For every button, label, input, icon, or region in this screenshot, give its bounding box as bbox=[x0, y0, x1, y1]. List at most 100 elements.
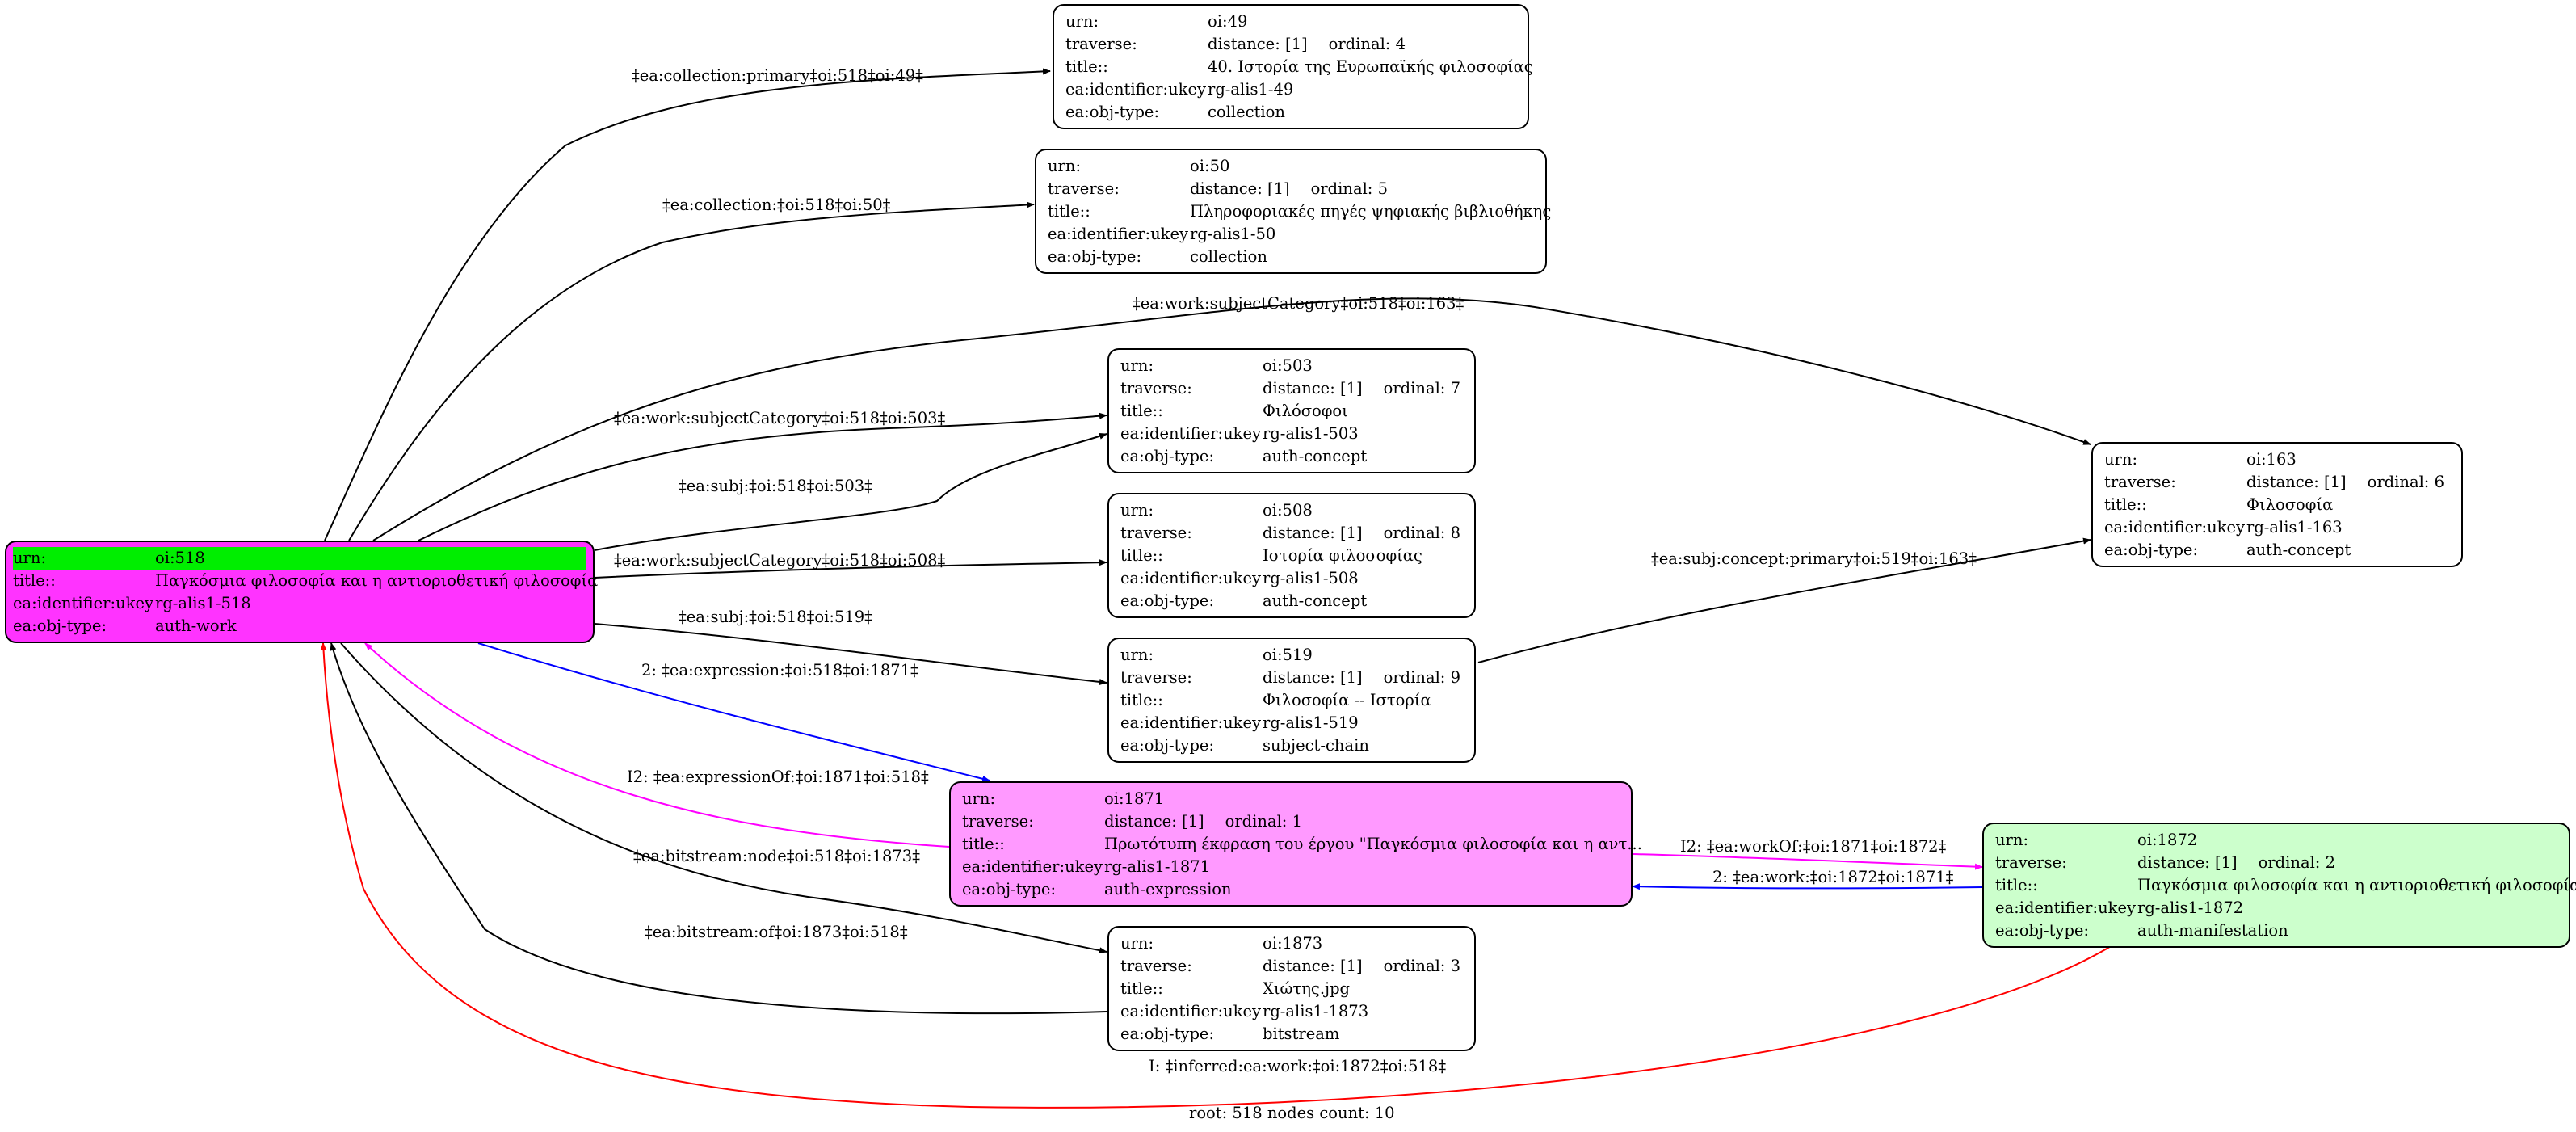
field-label: urn: bbox=[1120, 646, 1154, 664]
field-label: title:: bbox=[2104, 495, 2147, 514]
field-label: ea:identifier:ukey bbox=[1120, 569, 1261, 587]
edge-label: ‡ea:work:subjectCategory‡oi:518‡oi:508‡ bbox=[614, 551, 946, 570]
field-label: ea:identifier:ukey bbox=[1120, 713, 1261, 732]
field-label: traverse: bbox=[1065, 35, 1137, 53]
edge-518-1871-expression bbox=[477, 642, 990, 782]
node-objtype: bitstream bbox=[1263, 1025, 1340, 1043]
node-urn: oi:1871 bbox=[1104, 789, 1165, 808]
node-distance: distance: [1] bbox=[1263, 524, 1363, 542]
node-distance: distance: [1] bbox=[2137, 853, 2238, 872]
field-label: title:: bbox=[1120, 546, 1163, 565]
edge-518-163 bbox=[372, 297, 2091, 541]
field-label: urn: bbox=[1120, 356, 1154, 375]
edge-label: I2: ‡ea:workOf:‡oi:1871‡oi:1872‡ bbox=[1680, 837, 1947, 856]
edge-label: I: ‡inferred:ea:work:‡oi:1872‡oi:518‡ bbox=[1149, 1057, 1447, 1075]
node-519[interactable]: urn:oi:519 traverse:distance: [1]ordinal… bbox=[1107, 638, 1476, 763]
node-ukey: rg-alis1-1871 bbox=[1104, 857, 1211, 876]
node-objtype: auth-manifestation bbox=[2137, 921, 2288, 940]
field-label: ea:obj-type: bbox=[1065, 103, 1160, 121]
edge-1872-1871-work bbox=[1632, 883, 1983, 890]
node-urn-row: urn: oi:518 bbox=[13, 547, 586, 570]
node-title: 40. Ιστορία της Ευρωπαϊκής φιλοσοφίας bbox=[1208, 57, 1533, 76]
node-ukey: rg-alis1-1872 bbox=[2137, 898, 2244, 917]
node-urn: oi:1873 bbox=[1263, 934, 1323, 953]
node-title: Πρωτότυπη έκφραση του έργου "Παγκόσμια φ… bbox=[1104, 835, 1642, 853]
node-objtype-row: ea:obj-type:auth-work bbox=[13, 615, 586, 638]
field-label: ea:obj-type: bbox=[1120, 1025, 1215, 1043]
node-ordinal: ordinal: 9 bbox=[1383, 668, 1460, 687]
node-title: Παγκόσμια φιλοσοφία και η αντιοριοθετική… bbox=[2137, 876, 2576, 894]
node-objtype: auth-concept bbox=[1263, 447, 1368, 465]
field-label: title:: bbox=[1065, 57, 1108, 76]
node-ukey: rg-alis1-518 bbox=[155, 594, 251, 612]
field-label: ea:obj-type: bbox=[1120, 736, 1215, 755]
edge-label: 2: ‡ea:work:‡oi:1872‡oi:1871‡ bbox=[1712, 868, 1954, 886]
node-ordinal: ordinal: 6 bbox=[2367, 473, 2444, 491]
node-ukey: rg-alis1-519 bbox=[1263, 713, 1359, 732]
root-node-518[interactable]: urn:oi:518 title::Παγκόσμια φιλοσοφία κα… bbox=[5, 541, 599, 643]
node-title: Παγκόσμια φιλοσοφία και η αντιοριοθετική… bbox=[155, 571, 599, 590]
edge-label: ‡ea:bitstream:of‡oi:1873‡oi:518‡ bbox=[645, 923, 908, 941]
graph-footer: root: 518 nodes count: 10 bbox=[1189, 1104, 1395, 1122]
edge-label: ‡ea:collection:primary‡oi:518‡oi:49‡ bbox=[632, 66, 923, 85]
node-objtype: auth-concept bbox=[1263, 591, 1368, 610]
node-objtype: auth-concept bbox=[2246, 541, 2351, 559]
node-urn: oi:503 bbox=[1263, 356, 1313, 375]
field-label: ea:identifier:ukey bbox=[962, 857, 1103, 876]
node-title: Φιλοσοφία -- Ιστορία bbox=[1263, 691, 1431, 709]
node-objtype: auth-work bbox=[155, 616, 237, 635]
node-objtype: collection bbox=[1208, 103, 1285, 121]
field-label: traverse: bbox=[1120, 957, 1192, 975]
node-distance: distance: [1] bbox=[1263, 379, 1363, 398]
node-1871[interactable]: urn:oi:1871 traverse:distance: [1]ordina… bbox=[949, 781, 1642, 907]
field-label: title:: bbox=[962, 835, 1005, 853]
field-label: ea:identifier:ukey bbox=[13, 594, 153, 612]
node-objtype: collection bbox=[1190, 247, 1267, 266]
edge-518-503-b bbox=[594, 433, 1107, 551]
node-503[interactable]: urn:oi:503 traverse:distance: [1]ordinal… bbox=[1107, 348, 1476, 473]
field-label: urn: bbox=[1048, 157, 1082, 175]
node-ordinal: ordinal: 5 bbox=[1310, 179, 1388, 198]
node-urn: oi:508 bbox=[1263, 501, 1313, 520]
node-ukey: rg-alis1-50 bbox=[1190, 225, 1276, 243]
edge-518-508 bbox=[594, 559, 1107, 579]
node-ordinal: ordinal: 1 bbox=[1225, 812, 1302, 831]
field-label: ea:obj-type: bbox=[1048, 247, 1142, 266]
node-objtype: subject-chain bbox=[1263, 736, 1369, 755]
node-ukey: rg-alis1-49 bbox=[1208, 80, 1294, 99]
edge-label: ‡ea:work:subjectCategory‡oi:518‡oi:163‡ bbox=[1133, 294, 1464, 313]
node-1872[interactable]: urn:oi:1872 traverse:distance: [1]ordina… bbox=[1982, 823, 2576, 948]
node-49[interactable]: urn:oi:49 traverse:distance: [1]ordinal:… bbox=[1053, 4, 1533, 129]
edge-label: 2: ‡ea:expression:‡oi:518‡oi:1871‡ bbox=[641, 661, 918, 680]
edge-518-503-a bbox=[418, 412, 1107, 541]
node-distance: distance: [1] bbox=[1263, 668, 1363, 687]
field-label: urn: bbox=[1120, 934, 1154, 953]
field-label: urn: bbox=[13, 549, 47, 567]
edge-518-1873-node bbox=[340, 642, 1107, 954]
node-ukey: rg-alis1-508 bbox=[1263, 569, 1359, 587]
edge-label: ‡ea:subj:concept:primary‡oi:519‡oi:163‡ bbox=[1651, 549, 1977, 568]
field-label: title:: bbox=[1120, 979, 1163, 998]
field-label: traverse: bbox=[1048, 179, 1120, 198]
edge-label: I2: ‡ea:expressionOf:‡oi:1871‡oi:518‡ bbox=[627, 768, 929, 786]
node-urn: oi:519 bbox=[1263, 646, 1313, 664]
field-label: traverse: bbox=[1120, 524, 1192, 542]
field-label: ea:identifier:ukey bbox=[1065, 80, 1206, 99]
node-urn: oi:49 bbox=[1208, 12, 1248, 31]
node-distance: distance: [1] bbox=[1208, 35, 1308, 53]
node-508[interactable]: urn:oi:508 traverse:distance: [1]ordinal… bbox=[1107, 493, 1476, 618]
field-label: traverse: bbox=[1995, 853, 2067, 872]
node-50[interactable]: urn:oi:50 traverse:distance: [1]ordinal:… bbox=[1035, 149, 1551, 274]
field-label: ea:identifier:ukey bbox=[2104, 518, 2245, 537]
node-title: Χιώτης.jpg bbox=[1263, 979, 1351, 998]
node-urn: oi:50 bbox=[1190, 157, 1230, 175]
field-label: ea:identifier:ukey bbox=[1995, 898, 2136, 917]
edge-label: ‡ea:collection:‡oi:518‡oi:50‡ bbox=[662, 196, 891, 214]
field-label: title:: bbox=[1995, 876, 2038, 894]
node-title: Ιστορία φιλοσοφίας bbox=[1263, 546, 1422, 565]
node-1873[interactable]: urn:oi:1873 traverse:distance: [1]ordina… bbox=[1107, 926, 1476, 1051]
edge-1871-518-expressionOf bbox=[364, 642, 950, 848]
node-163[interactable]: urn:oi:163 traverse:distance: [1]ordinal… bbox=[2091, 442, 2463, 567]
node-urn: oi:518 bbox=[155, 549, 205, 567]
